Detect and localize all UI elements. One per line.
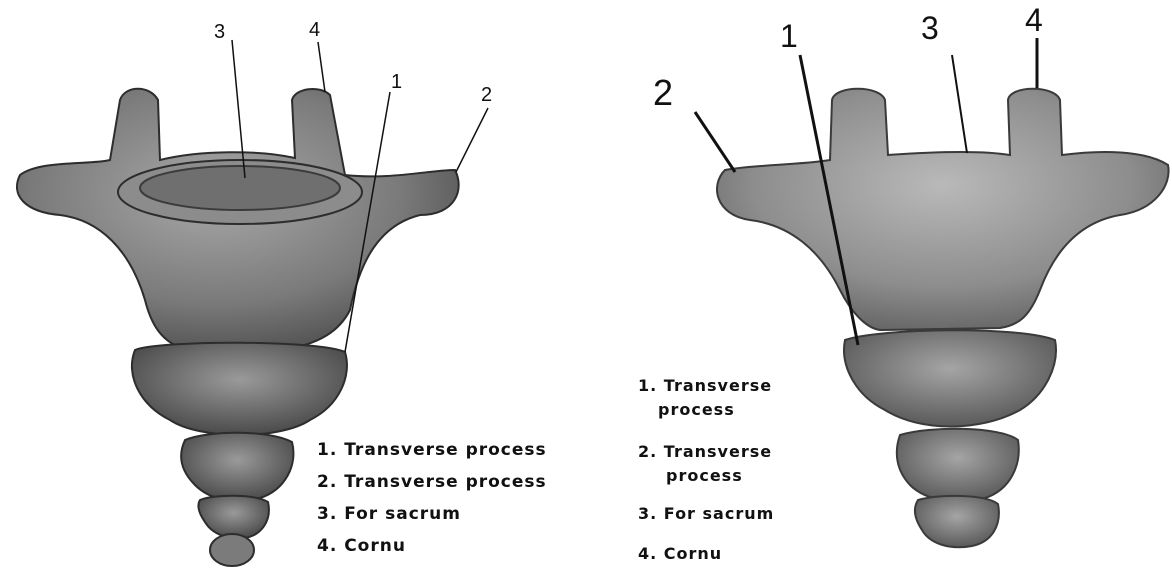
legend-item-4: 4. Cornu	[638, 544, 722, 563]
legend-item-2: 2. Transverse process	[317, 472, 547, 492]
callout-3-right: 3	[921, 12, 939, 44]
third-segment-posterior	[897, 429, 1019, 502]
legend-item-2-line1: 2. Transverse	[638, 442, 772, 461]
legend-left: 1. Transverse process 2. Transverse proc…	[317, 440, 597, 580]
callout-3: 3	[214, 22, 225, 42]
legend-item-1: 1. Transverse process	[317, 440, 547, 460]
leader-line-2	[456, 108, 488, 172]
callout-4: 4	[309, 20, 320, 40]
upper-segment-posterior	[717, 89, 1169, 330]
legend-item-1-line1: 1. Transverse	[638, 376, 772, 395]
leader-line-2-right	[695, 112, 735, 172]
leader-line-3-right	[952, 55, 967, 153]
coccyx-posterior-view: 1 2 3 4 1. Transverse process 2. Transve…	[600, 0, 1172, 575]
legend-item-1-line2: process	[658, 400, 735, 419]
callout-1: 1	[391, 72, 402, 92]
second-segment-posterior	[844, 330, 1056, 426]
fourth-segment	[198, 496, 268, 539]
third-segment	[181, 433, 293, 501]
callout-4-right: 4	[1025, 4, 1043, 36]
callout-1-right: 1	[780, 20, 798, 52]
legend-item-4: 4. Cornu	[317, 536, 406, 556]
legend-right: 1. Transverse process 2. Transverse proc…	[638, 376, 838, 576]
second-segment	[132, 343, 347, 435]
callout-2: 2	[481, 85, 492, 105]
callout-2-right: 2	[653, 75, 673, 111]
legend-item-3: 3. For sacrum	[638, 504, 774, 523]
legend-item-3: 3. For sacrum	[317, 504, 461, 524]
fourth-segment-posterior	[915, 496, 999, 547]
coccyx-tip	[210, 534, 254, 566]
leader-line-4	[318, 42, 325, 92]
legend-item-2-line2: process	[666, 466, 743, 485]
coccyx-anterior-view: 3 4 1 2 1. Transverse process 2. Transve…	[0, 0, 600, 575]
articular-surface	[140, 166, 340, 210]
